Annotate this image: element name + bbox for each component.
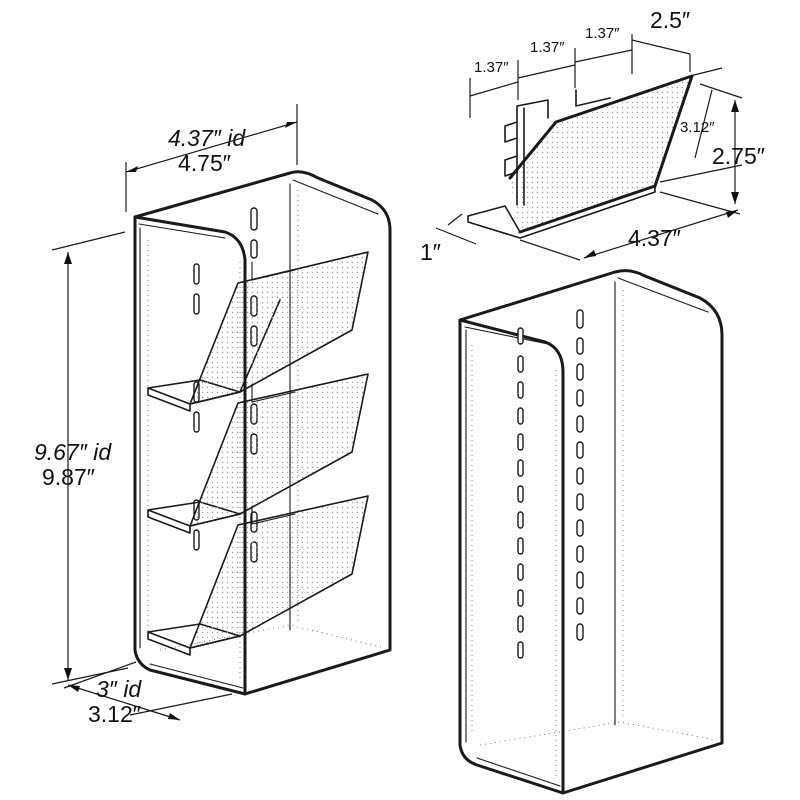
shell-hidden-edges	[471, 290, 717, 780]
pocket-pitch-b-label: 1.37″	[530, 39, 565, 56]
pocket-base	[467, 185, 656, 239]
depth-dimension	[63, 661, 233, 721]
holder-hidden-edges	[147, 190, 386, 680]
pocket-width-label: 4.37″	[628, 225, 681, 251]
pocket-pitch-dimensions	[469, 34, 691, 118]
width-inner-label: 4.37″ id	[168, 125, 246, 151]
single-pocket	[435, 34, 743, 261]
holder-pocket-bottom	[147, 495, 369, 656]
pocket-pitch-c-label: 1.37″	[585, 25, 620, 42]
pocket-pitch-a-label: 1.37″	[474, 59, 509, 76]
pocket-back-tabs	[504, 89, 611, 206]
pocket-depth-label: 2.5″	[650, 7, 690, 33]
depth-inner-label: 3″ id	[96, 676, 142, 702]
empty-holder	[458, 269, 724, 795]
assembled-holder	[51, 104, 392, 721]
holder-pocket-top	[147, 251, 369, 412]
holder-back-panel	[133, 170, 392, 696]
height-outer-label: 9.87″	[42, 464, 95, 490]
width-outer-label: 4.75″	[178, 150, 231, 176]
height-inner-label: 9.67″ id	[34, 439, 112, 465]
shell-front-frame	[458, 318, 565, 795]
pocket-height-label: 2.75″	[712, 143, 765, 169]
pocket-base-depth-label: 1″	[420, 239, 441, 265]
depth-outer-label: 3.12″	[88, 701, 141, 727]
pocket-height-dimensions	[659, 67, 743, 204]
width-dimension	[125, 104, 298, 212]
pocket-front-height-label: 3.12″	[680, 119, 715, 136]
holder-front-frame	[133, 215, 247, 696]
holder-pocket-middle	[147, 373, 369, 534]
height-dimension	[51, 231, 129, 685]
shell-inner-edges	[464, 277, 723, 794]
shell-outline	[458, 269, 724, 795]
pocket-base-dimensions	[435, 191, 741, 261]
shell-slots	[517, 309, 584, 659]
